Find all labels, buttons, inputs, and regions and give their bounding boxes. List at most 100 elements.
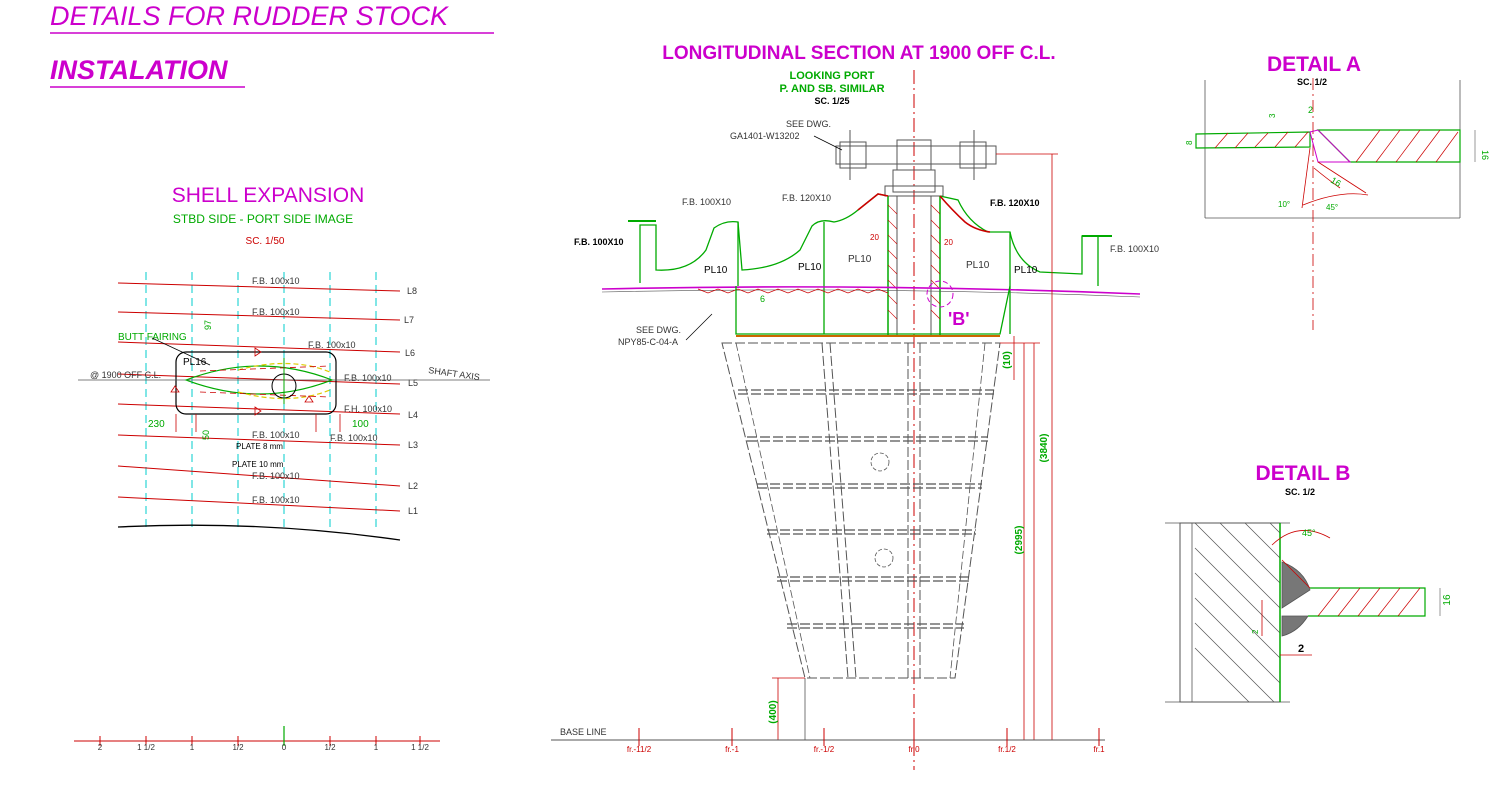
- svg-text:fr.0: fr.0: [908, 745, 920, 754]
- base-line-label: BASE LINE: [560, 727, 607, 737]
- detail-b-weld-top: [1281, 561, 1311, 609]
- dim-97: 97: [203, 320, 213, 330]
- shell-subtitle: STBD SIDE - PORT SIDE IMAGE: [173, 212, 353, 226]
- svg-text:F.H. 100x10: F.H. 100x10: [344, 404, 392, 414]
- svg-text:F.B. 100x10: F.B. 100x10: [330, 433, 378, 443]
- detail-b-dim-2v: 2: [1251, 629, 1260, 634]
- detail-a-thick-plate: [1316, 129, 1461, 163]
- svg-text:6: 6: [760, 294, 765, 304]
- svg-text:PL10: PL10: [1014, 265, 1038, 276]
- long-dimension-lines: [772, 153, 1058, 740]
- detail-b-title: DETAIL B: [1256, 462, 1351, 485]
- svg-text:fr.-1/2: fr.-1/2: [814, 745, 835, 754]
- header: DETAILS FOR RUDDER STOCK INSTALATION: [50, 1, 494, 88]
- butt-fairing-label: BUTT FAIRING: [118, 332, 187, 343]
- blade-vertical-webs: [821, 342, 921, 679]
- svg-text:L3: L3: [408, 440, 418, 450]
- detail-b-mark: 'B': [948, 309, 970, 329]
- detail-a-dim-16b: 16: [1329, 175, 1343, 189]
- detail-b-dim-16: 16: [1442, 594, 1453, 606]
- svg-text:L5: L5: [408, 378, 418, 388]
- frame-lines: [145, 272, 377, 528]
- svg-text:fr.1/2: fr.1/2: [998, 745, 1016, 754]
- longitudinal-labels: L8 L7 L6 L5 L4 L3 L2 L1: [404, 286, 418, 516]
- long-labels: F.B. 100X10 F.B. 100X10 F.B. 120X10 F.B.…: [574, 193, 1159, 347]
- detail-b-plate: [1308, 587, 1426, 617]
- svg-text:fr.-1: fr.-1: [725, 745, 739, 754]
- svg-text:F.B. 100X10: F.B. 100X10: [574, 237, 624, 247]
- dim-3840: (3840): [1039, 434, 1050, 463]
- svg-text:L8: L8: [407, 286, 417, 296]
- title-line2: INSTALATION: [50, 55, 228, 85]
- detail-a-dim-16a: 16: [1480, 150, 1490, 160]
- long-title: LONGITUDINAL SECTION AT 1900 OFF C.L.: [662, 43, 1055, 64]
- shell-scale: SC. 1/50: [246, 236, 285, 247]
- svg-text:F.B. 100x10: F.B. 100x10: [252, 276, 300, 286]
- svg-text:1/2: 1/2: [232, 743, 244, 752]
- svg-text:20: 20: [944, 238, 953, 247]
- detail-b: DETAIL B SC. 1/2 45° 16 2: [1165, 462, 1453, 703]
- longitudinal-section: LONGITUDINAL SECTION AT 1900 OFF C.L. LO…: [551, 43, 1159, 770]
- svg-text:0: 0: [282, 743, 287, 752]
- top-flange: [835, 130, 997, 197]
- dim-2995: (2995): [1014, 526, 1025, 555]
- svg-text:F.B. 100X10: F.B. 100X10: [682, 197, 731, 207]
- dim-100: 100: [352, 419, 369, 430]
- detail-a-dim-3: 3: [1268, 113, 1277, 118]
- off-cl-label: @ 1900 OFF C.L.: [90, 370, 161, 380]
- svg-text:F.B. 100x10: F.B. 100x10: [308, 340, 356, 350]
- see-dwg1-b: GA1401-W13202: [730, 131, 800, 141]
- skeg-box: [735, 285, 1011, 335]
- svg-text:F.B. 100x10: F.B. 100x10: [252, 307, 300, 317]
- svg-text:PL10: PL10: [704, 265, 728, 276]
- svg-text:F.B. 100x10: F.B. 100x10: [252, 430, 300, 440]
- plate10-label: PLATE 10 mm: [232, 460, 284, 469]
- svg-text:20: 20: [870, 233, 879, 242]
- detail-a-title: DETAIL A: [1267, 53, 1361, 76]
- plate8-label: PLATE 8 mm: [236, 442, 283, 451]
- svg-text:2: 2: [98, 743, 103, 752]
- detail-a-scale: SC. 1/2: [1297, 77, 1327, 87]
- svg-text:L6: L6: [405, 348, 415, 358]
- detail-a-dim-2: 2: [1308, 105, 1313, 115]
- lens-outline: [184, 365, 334, 395]
- svg-text:F.B. 120X10: F.B. 120X10: [782, 193, 831, 203]
- svg-text:1 1/2: 1 1/2: [411, 743, 429, 752]
- long-scale: SC. 1/25: [814, 96, 849, 106]
- svg-text:NPY85-C-04-A: NPY85-C-04-A: [618, 337, 678, 347]
- detail-b-scale: SC. 1/2: [1285, 487, 1315, 497]
- dim-10: (10): [1002, 351, 1013, 369]
- svg-text:F.B. 100x10: F.B. 100x10: [252, 495, 300, 505]
- shell-frame-labels: 2 1 1/2 1 1/2 0 1/2 1 1 1/2: [98, 743, 430, 752]
- svg-text:fr.-11/2: fr.-11/2: [627, 745, 652, 754]
- detail-a-angle-10: 10°: [1278, 200, 1290, 209]
- long-frame-labels: fr.-11/2 fr.-1 fr.-1/2 fr.0 fr.1/2 fr.1: [627, 745, 1105, 754]
- detail-a-dim-8: 8: [1185, 140, 1194, 145]
- title-line1: DETAILS FOR RUDDER STOCK: [50, 1, 449, 31]
- blade-horizontal-webs: [738, 389, 994, 629]
- detail-b-angle-45: 45°: [1302, 528, 1316, 538]
- svg-text:1 1/2: 1 1/2: [137, 743, 155, 752]
- svg-text:L4: L4: [408, 410, 418, 420]
- svg-text:L1: L1: [408, 506, 418, 516]
- svg-text:PL10: PL10: [798, 262, 822, 273]
- shell-pl16: PL16: [183, 357, 207, 368]
- svg-text:PL10: PL10: [848, 254, 872, 265]
- detail-b-trunk-wall: [1179, 522, 1281, 703]
- detail-b-marker: [926, 280, 954, 308]
- shell-hull-edge: [117, 524, 401, 541]
- detail-a: DETAIL A SC. 1/2 2 3 8 16 16 10° 45°: [1185, 53, 1490, 330]
- svg-text:F.B. 100x10: F.B. 100x10: [252, 471, 300, 481]
- svg-text:L7: L7: [404, 315, 414, 325]
- long-sub2: P. AND SB. SIMILAR: [779, 83, 884, 95]
- svg-text:1: 1: [190, 743, 195, 752]
- rudder-blade: [721, 342, 1001, 679]
- longitudinal-lines: [117, 282, 401, 512]
- detail-b-weld-bottom: [1281, 615, 1309, 637]
- svg-text:SEE DWG.: SEE DWG.: [636, 325, 681, 335]
- svg-text:1/2: 1/2: [324, 743, 336, 752]
- shell-plating: [601, 286, 1141, 295]
- svg-text:1: 1: [374, 743, 379, 752]
- shell-fb-labels: F.B. 100x10 F.B. 100x10 F.B. 100x10 F.B.…: [252, 276, 392, 505]
